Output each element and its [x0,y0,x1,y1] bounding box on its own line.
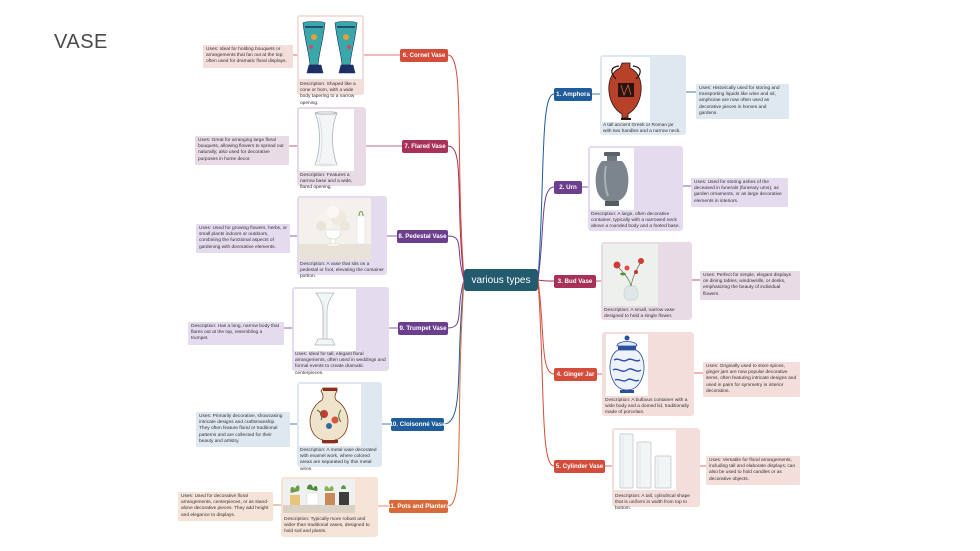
branch-label-bud-vase[interactable]: 3. Bud Vase [554,275,596,288]
branch-label-cylinder-vase[interactable]: 5. Cylinder Vase [554,460,605,473]
connector-4 [537,279,555,375]
desc-ginger-jar: Description: A bulbous container with a … [605,398,689,416]
uses-amphora: Uses: Historically used for storing and … [696,84,789,120]
desc-amphora: A tall ancient Greek or Roman jar with t… [603,123,681,135]
uses-cylinder-vase: Uses: Versatile for floral arrangements,… [706,456,800,485]
uses-urn: Uses: Used for storing ashes of the dece… [691,178,788,207]
urn-photo [590,148,634,210]
uses-cloisonne-vase: Uses: Primarily decorative, showcasing i… [196,412,290,448]
branch-label-ginger-jar[interactable]: 4. Ginger Jar [554,368,597,381]
bud-vase-photo [603,244,658,306]
connector-7 [447,145,465,281]
uses-ginger-jar: Uses: Originally used to store spices, g… [703,362,800,398]
branch-label-flared-vase[interactable]: 7. Flared Vase [402,140,448,153]
card-cloisonne-vase: Description: A metal vase decorated with… [297,382,382,472]
desc-flared-vase: Description: Features a narrow base and … [300,173,353,191]
trumpet-vase-photo [294,289,356,351]
branch-label-trumpet-vase[interactable]: 9. Trumpet Vase [398,322,448,335]
pedestal-vase-photo [299,198,371,260]
desc-cloisonne-vase: Description: A metal vase decorated with… [300,448,377,472]
branch-label-urn[interactable]: 2. Urn [554,181,582,194]
center-topic-node[interactable]: various types [464,269,538,291]
branch-label-pedestal-vase[interactable]: 8. Pedestal Vase [397,230,448,243]
card-trumpet-vase: Uses: Ideal for tall, elegant floral arr… [292,287,389,376]
connector-2 [537,186,555,281]
desc-pedestal-vase: Description: A vase that sits on a pedes… [300,262,385,280]
connector-10 [443,279,465,425]
amphora-photo [602,57,650,122]
connector-5 [537,279,555,467]
cylinder-vase-photo [614,430,676,490]
desc-trumpet-vase: Uses: Ideal for tall, elegant floral arr… [295,352,386,376]
uses-pots-planters: Uses: Used for decorative floral arrange… [178,492,273,521]
card-pots-planters: Description: Typically more robust and w… [281,477,378,537]
pots-planters-photo [283,479,355,513]
desc-cornet-vase: Description: Shaped like a cone or horn,… [300,82,356,106]
desc-urn: Description: A large, often decorative c… [591,212,680,230]
uses-trumpet-vase: Description: Has a long, narrow body tha… [188,322,284,345]
card-urn: Description: A large, often decorative c… [588,146,683,231]
branch-label-cloisonne-vase[interactable]: 10. Cloisonné Vase [389,418,446,431]
connector-9 [447,279,465,329]
cloisonne-vase-photo [299,384,361,446]
card-flared-vase: Description: Features a narrow base and … [297,107,366,190]
page-title: VASE [54,31,108,53]
card-bud-vase: Description: A small, narrow vase design… [601,242,692,320]
connector-11 [447,279,465,507]
branch-label-amphora[interactable]: 1. Amphora [554,88,592,101]
card-ginger-jar: Description: A bulbous container with a … [602,332,694,416]
connector-8 [447,235,465,281]
card-cornet-vase: Description: Shaped like a cone or horn,… [297,15,364,106]
uses-cornet-vase: Uses: Ideal for holding bouquets or arra… [203,45,293,68]
desc-bud-vase: Description: A small, narrow vase design… [604,308,675,320]
branch-label-pots-planters[interactable]: 11. Pots and Planters [387,500,450,513]
desc-cylinder-vase: Description: A tall, cylindrical shape t… [615,494,690,512]
branch-label-cornet-vase[interactable]: 6. Cornet Vase [400,49,448,62]
uses-pedestal-vase: Uses: Used for growing flowers, herbs, o… [196,224,290,253]
connector-3 [537,279,555,282]
flared-vase-photo [299,109,354,171]
card-pedestal-vase: Description: A vase that sits on a pedes… [297,196,387,279]
connector-1 [537,93,555,281]
uses-flared-vase: Uses: Great for arranging large floral b… [195,136,289,165]
uses-bud-vase: Uses: Perfect for simple, elegant displa… [700,271,800,300]
cornet-vase-photo [299,17,362,79]
desc-pots-planters: Description: Typically more robust and w… [284,517,370,535]
connector-6 [447,54,465,281]
ginger-jar-photo [606,334,648,396]
card-cylinder-vase: Description: A tall, cylindrical shape t… [612,428,700,511]
card-amphora: A tall ancient Greek or Roman jar with t… [600,55,686,135]
